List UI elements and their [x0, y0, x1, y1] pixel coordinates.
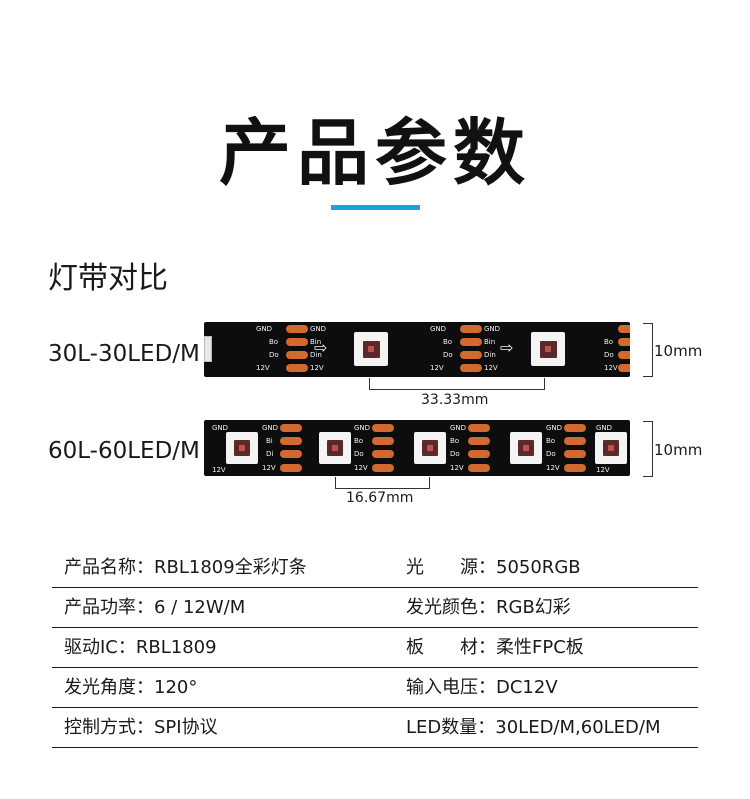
led-chip	[354, 332, 388, 366]
spec-cell: LED数量：30LED/M,60LED/M	[406, 717, 661, 738]
spec-cell: 板 材：柔性FPC板	[406, 637, 584, 658]
led-chip	[595, 432, 627, 464]
spec-cell: 光 源：5050RGB	[406, 557, 581, 578]
table-row: 产品功率：6 / 12W/M 发光颜色：RGB幻彩	[52, 588, 698, 628]
led-chip	[319, 432, 351, 464]
spec-cell: 控制方式：SPI协议	[64, 717, 218, 738]
led-chip	[414, 432, 446, 464]
led-chip	[510, 432, 542, 464]
page-heading: 产品参数	[218, 111, 531, 195]
spec-cell: 驱动IC：RBL1809	[64, 637, 217, 658]
spec-cell: 输入电压：DC12V	[406, 677, 558, 698]
width-label-60: 10mm	[654, 441, 703, 459]
pitch-dimension-60	[335, 477, 430, 489]
width-label-30: 10mm	[654, 342, 703, 360]
strip-connector	[204, 336, 212, 362]
width-bracket-30	[643, 323, 653, 377]
spec-cell: 产品功率：6 / 12W/M	[64, 597, 246, 618]
led-chip	[226, 432, 258, 464]
table-row: 产品名称：RBL1809全彩灯条 光 源：5050RGB	[52, 548, 698, 588]
strip-label-30: 30L-30LED/M	[48, 341, 200, 367]
table-row: 发光角度：120° 输入电压：DC12V	[52, 668, 698, 708]
pitch-label-60: 16.67mm	[346, 490, 414, 506]
pad-group: GND Bo Do 12V	[354, 422, 424, 474]
pad-group: GND Bo Do 12V	[546, 422, 616, 474]
heading-underline	[331, 205, 420, 210]
led-strip-60: GND 12V GND Bi Di 12V GND Bo Do 12V GND …	[204, 420, 630, 476]
pad-group: Bo Do 12V	[600, 323, 630, 375]
arrow-right-icon: ⇨	[314, 338, 328, 357]
led-strip-30: GND Bo Do 12V GND Bin Din 12V ⇨ GND Bo D…	[204, 322, 630, 377]
pad-group: GND Bo Do 12V GND Bin Din 12V	[430, 325, 501, 372]
arrow-right-icon: ⇨	[500, 338, 514, 357]
width-bracket-60	[643, 421, 653, 477]
spec-cell: 产品名称：RBL1809全彩灯条	[64, 557, 307, 578]
pitch-dimension-30	[369, 378, 545, 390]
table-row: 驱动IC：RBL1809 板 材：柔性FPC板	[52, 628, 698, 668]
spec-table: 产品名称：RBL1809全彩灯条 光 源：5050RGB 产品功率：6 / 12…	[52, 548, 698, 748]
section-title: 灯带对比	[48, 261, 168, 296]
led-chip	[531, 332, 565, 366]
table-row: 控制方式：SPI协议 LED数量：30LED/M,60LED/M	[52, 708, 698, 748]
pad-group: GND Bi Di 12V	[262, 422, 332, 474]
pad-group: GND Bo Do 12V	[450, 422, 520, 474]
pad-group: GND Bo Do 12V GND Bin Din 12V	[256, 325, 327, 372]
spec-cell: 发光角度：120°	[64, 677, 198, 698]
spec-cell: 发光颜色：RGB幻彩	[406, 597, 571, 618]
pitch-label-30: 33.33mm	[421, 392, 489, 408]
strip-label-60: 60L-60LED/M	[48, 438, 200, 464]
